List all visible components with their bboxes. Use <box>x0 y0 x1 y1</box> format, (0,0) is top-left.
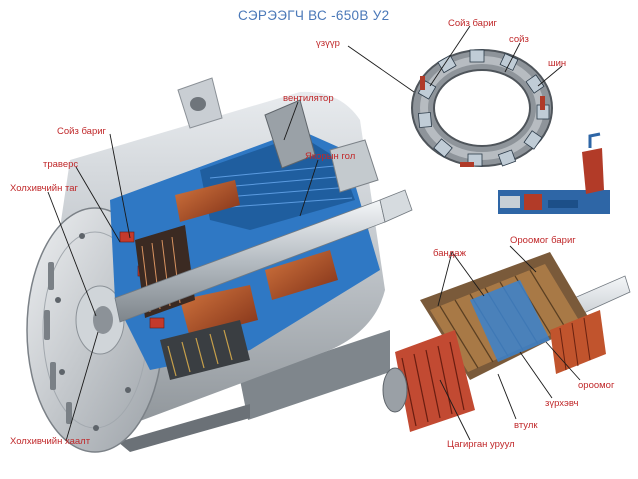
label-brush: сойз <box>509 34 529 45</box>
label-collector-shield: Холхивчийн хаалт <box>10 436 91 447</box>
base-foot <box>240 330 390 420</box>
label-commutator: Цагирган уруул <box>447 439 515 450</box>
diagram-title: СЭРЭЭГЧ ВС -650В У2 <box>238 8 390 23</box>
fan <box>264 99 316 169</box>
label-brush-holder-left: Сойз бариг <box>57 126 107 137</box>
label-winding-holder: Ороомог бариг <box>510 235 576 246</box>
brush-detail <box>498 132 610 214</box>
label-collector-cover: Холхивчийн таг <box>10 183 78 194</box>
label-brush-holder-top: Сойз бариг <box>448 18 498 29</box>
field-winding-top <box>175 180 240 222</box>
label-core: зүрхэвч <box>545 398 579 409</box>
main-motor <box>26 77 413 453</box>
leader-lines <box>47 25 581 442</box>
label-traverse: траверс <box>43 159 79 170</box>
label-tire: шин <box>548 58 567 69</box>
brush-ring-assembly <box>411 49 553 167</box>
label-winding: ороомог <box>578 380 615 391</box>
label-anchor-shaft: Якорын гол <box>305 151 356 162</box>
label-sleeve: втулк <box>514 420 538 431</box>
label-ring: үзүүр <box>316 38 340 49</box>
commutator <box>395 330 475 432</box>
armature <box>382 252 631 432</box>
label-bandage: бандаж <box>433 248 466 259</box>
label-fan: вентилятор <box>283 93 334 104</box>
